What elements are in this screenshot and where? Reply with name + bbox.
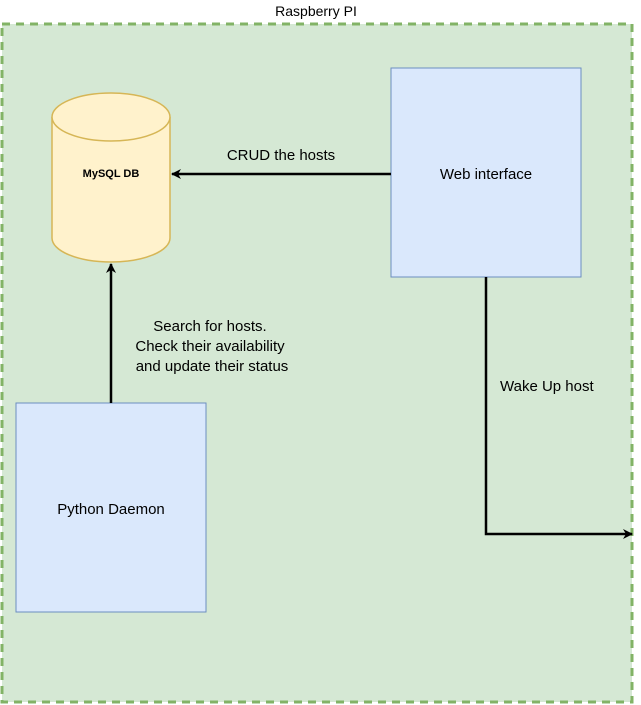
python-daemon-node[interactable]: Python Daemon [15,402,207,613]
database-cylinder-top [51,92,171,142]
wake-up-label: Wake Up host [500,378,594,395]
mysql-db-node[interactable]: MySQL DB [51,92,171,263]
web-interface-node[interactable]: Web interface [390,67,582,278]
daemon-edge-label-line-3: and update their status [136,358,289,375]
crud-label: CRUD the hosts [227,147,335,164]
web-interface-label: Web interface [440,166,532,183]
database-label: MySQL DB [83,168,140,180]
web-interface-box [390,67,582,278]
wake-up-arrow [484,277,633,539]
daemon-edge-label-line-1: Search for hosts. [153,318,266,335]
daemon-edge-label-line-2: Check their availability [135,338,285,355]
python-daemon-label: Python Daemon [57,501,165,518]
python-daemon-box [15,402,207,613]
database-cylinder-body [51,117,171,263]
container-title: Raspberry PI [275,3,357,19]
